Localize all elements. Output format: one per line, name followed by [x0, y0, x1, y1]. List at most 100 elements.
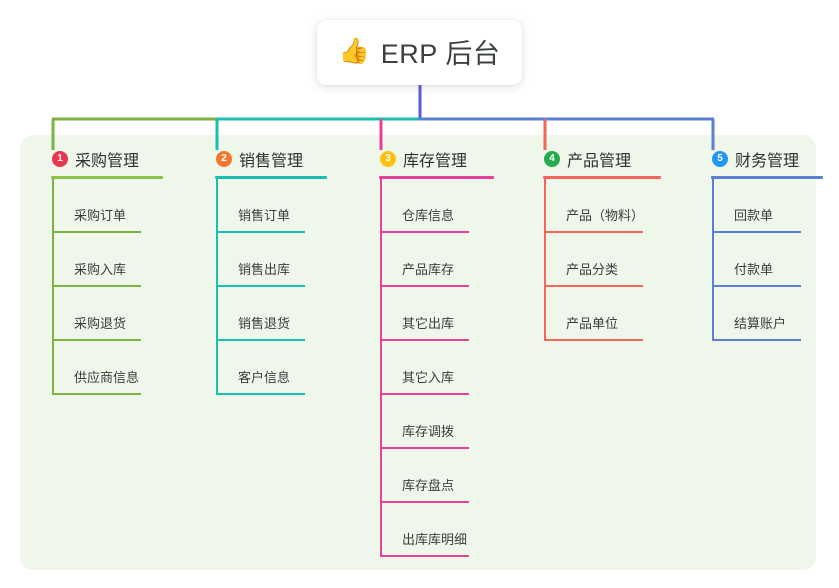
list-item-label: 采购入库 — [74, 262, 127, 277]
branch-underline — [379, 176, 494, 179]
branch-title: 采购管理 — [75, 153, 140, 170]
list-item-label: 销售退货 — [238, 316, 291, 331]
list-item[interactable]: 其它入库 — [380, 341, 482, 395]
list-item-underline — [381, 555, 469, 557]
list-item[interactable]: 客户信息 — [216, 341, 318, 395]
root-node-content: 👍 ERP 后台 — [339, 32, 501, 71]
root-node[interactable]: 👍 ERP 后台 — [317, 20, 522, 85]
list-item-underline — [545, 285, 643, 287]
list-item-underline — [217, 339, 305, 341]
list-item-label: 付款单 — [734, 262, 774, 277]
branch-header-1[interactable]: 1 采购管理 — [36, 148, 161, 170]
list-item[interactable]: 其它出库 — [380, 287, 482, 341]
list-item-underline — [713, 285, 801, 287]
list-item-underline — [713, 339, 801, 341]
list-item-underline — [545, 231, 643, 233]
branch-number-badge: 4 — [544, 151, 560, 167]
list-item-label: 产品（物料） — [566, 208, 645, 223]
list-item-label: 产品单位 — [566, 316, 619, 331]
branch-items: 产品（物料） 产品分类产品单位 — [528, 179, 648, 341]
branch-title: 销售管理 — [239, 153, 304, 170]
branch-title: 产品管理 — [567, 153, 632, 170]
list-item-label: 回款单 — [734, 208, 774, 223]
list-item-label: 采购订单 — [74, 208, 127, 223]
list-item-underline — [381, 339, 469, 341]
list-item-label: 销售出库 — [238, 262, 291, 277]
list-item[interactable]: 产品库存 — [380, 233, 482, 287]
list-item-underline — [217, 231, 305, 233]
branch-underline — [215, 176, 327, 179]
list-item[interactable]: 产品（物料） — [544, 179, 648, 233]
branch-underline — [543, 176, 661, 179]
list-item[interactable]: 库存盘点 — [380, 449, 482, 503]
list-item-label: 其它入库 — [402, 370, 455, 385]
list-item[interactable]: 产品分类 — [544, 233, 648, 287]
list-item-label: 库存调拨 — [402, 424, 455, 439]
list-item[interactable]: 销售出库 — [216, 233, 318, 287]
list-item-underline — [713, 231, 801, 233]
branch-items: 回款单付款单结算账户 — [696, 179, 801, 341]
list-item-underline — [381, 393, 469, 395]
branch-spine — [544, 179, 546, 341]
branch-items: 采购订单采购入库采购退货供应商信息 — [36, 179, 161, 395]
list-item[interactable]: 采购入库 — [52, 233, 161, 287]
branch-column-1: 1 采购管理采购订单采购入库采购退货供应商信息 — [36, 148, 163, 395]
list-item-label: 客户信息 — [238, 370, 291, 385]
list-item-underline — [381, 231, 469, 233]
list-item[interactable]: 采购订单 — [52, 179, 161, 233]
list-item[interactable]: 仓库信息 — [380, 179, 482, 233]
list-item-label: 产品库存 — [402, 262, 455, 277]
list-item-label: 仓库信息 — [402, 208, 455, 223]
branch-title: 财务管理 — [735, 153, 800, 170]
thumbs-up-icon: 👍 — [338, 37, 370, 65]
branch-items: 销售订单销售出库销售退货客户信息 — [200, 179, 318, 395]
list-item[interactable]: 出库库明细 — [380, 503, 482, 557]
branch-spine — [52, 179, 54, 395]
root-node-title: ERP 后台 — [380, 39, 501, 69]
branch-number-badge: 1 — [52, 151, 68, 167]
list-item[interactable]: 结算账户 — [712, 287, 801, 341]
list-item-underline — [53, 339, 141, 341]
list-item-label: 销售订单 — [238, 208, 291, 223]
branch-header-5[interactable]: 5 财务管理 — [696, 148, 801, 170]
list-item-underline — [381, 285, 469, 287]
list-item-underline — [217, 285, 305, 287]
list-item-label: 产品分类 — [566, 262, 619, 277]
branch-number-badge: 5 — [712, 151, 728, 167]
list-item[interactable]: 产品单位 — [544, 287, 648, 341]
list-item-underline — [53, 285, 141, 287]
list-item-underline — [53, 393, 141, 395]
list-item[interactable]: 销售退货 — [216, 287, 318, 341]
list-item-label: 其它出库 — [402, 316, 455, 331]
list-item-underline — [545, 339, 643, 341]
list-item-label: 供应商信息 — [74, 370, 140, 385]
branch-column-4: 4 产品管理产品（物料） 产品分类产品单位 — [528, 148, 661, 341]
branch-spine — [712, 179, 714, 341]
diagram-panel — [20, 135, 816, 570]
list-item[interactable]: 库存调拨 — [380, 395, 482, 449]
list-item[interactable]: 销售订单 — [216, 179, 318, 233]
list-item-underline — [381, 501, 469, 503]
branch-column-5: 5 财务管理回款单付款单结算账户 — [696, 148, 823, 341]
list-item[interactable]: 供应商信息 — [52, 341, 161, 395]
branch-title: 库存管理 — [403, 153, 468, 170]
list-item-underline — [381, 447, 469, 449]
list-item-label: 结算账户 — [734, 316, 787, 331]
list-item-underline — [217, 393, 305, 395]
list-item-label: 采购退货 — [74, 316, 127, 331]
branch-number-badge: 2 — [216, 151, 232, 167]
branch-spine — [216, 179, 218, 395]
list-item[interactable]: 回款单 — [712, 179, 801, 233]
branch-items: 仓库信息产品库存其它出库其它入库库存调拨库存盘点出库库明细 — [364, 179, 482, 557]
list-item[interactable]: 采购退货 — [52, 287, 161, 341]
branch-underline — [711, 176, 823, 179]
branch-underline — [51, 176, 163, 179]
list-item[interactable]: 付款单 — [712, 233, 801, 287]
branch-header-4[interactable]: 4 产品管理 — [528, 148, 648, 170]
list-item-label: 库存盘点 — [402, 478, 455, 493]
branch-spine — [380, 179, 382, 557]
branch-header-2[interactable]: 2 销售管理 — [200, 148, 318, 170]
